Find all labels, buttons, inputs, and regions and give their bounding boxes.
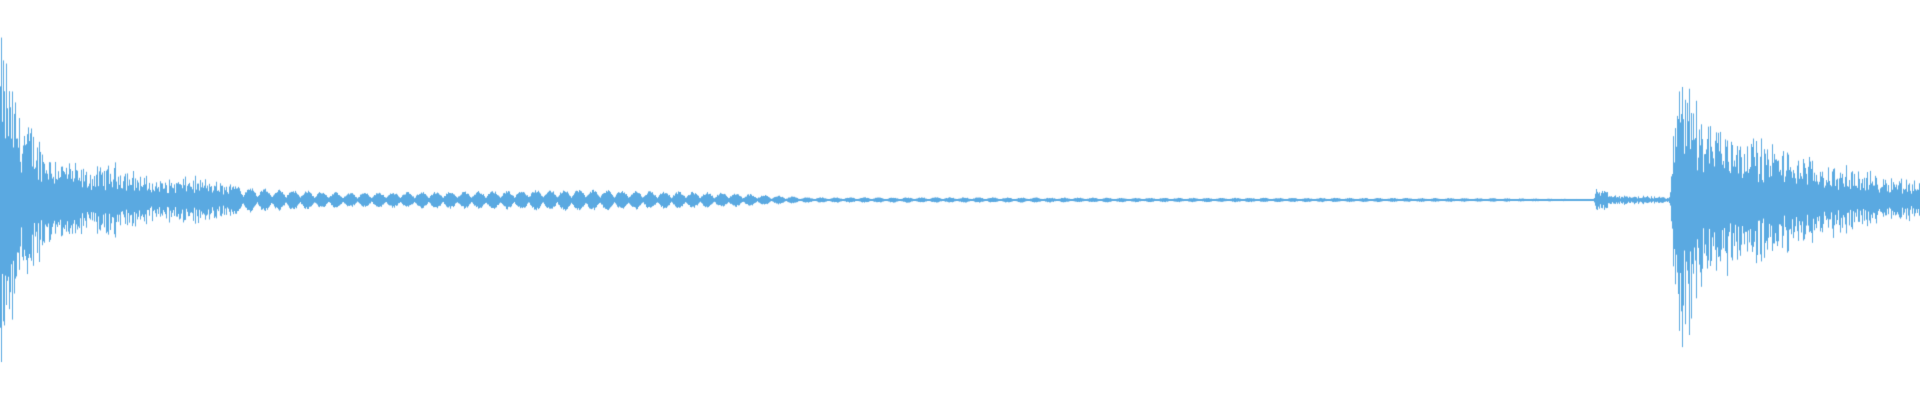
audio-waveform-panel[interactable] [0,0,1920,400]
audio-waveform[interactable] [0,0,1920,400]
